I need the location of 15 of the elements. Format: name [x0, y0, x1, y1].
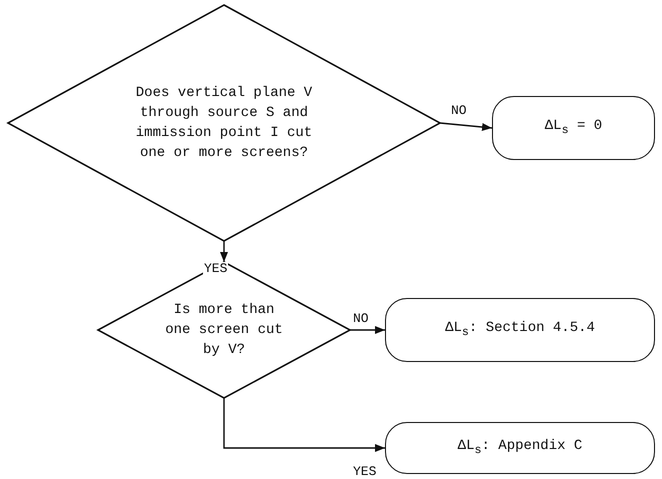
result-text: ΔL$_{s}$ = 0: [544, 117, 602, 139]
arrow: [220, 241, 228, 262]
terminal-box: [492, 96, 655, 160]
question-text: Is more than one screen cut by V?: [164, 301, 284, 360]
decision-diamond: [98, 262, 350, 398]
edge-label: YES: [203, 262, 228, 276]
arrow: [440, 122, 492, 132]
terminal-box: [385, 422, 655, 474]
terminal-box: [385, 298, 655, 362]
question-text: Does vertical plane V through source S and immission point I cut one or more screens?: [134, 84, 314, 163]
result-text: ΔL$_{s}$: Section 4.5.4: [445, 319, 595, 341]
result-text: ΔL$_{s}$: Appendix C: [458, 437, 582, 459]
arrow: [350, 326, 385, 334]
decision-diamond: [8, 5, 440, 241]
arrow: [223, 398, 385, 452]
